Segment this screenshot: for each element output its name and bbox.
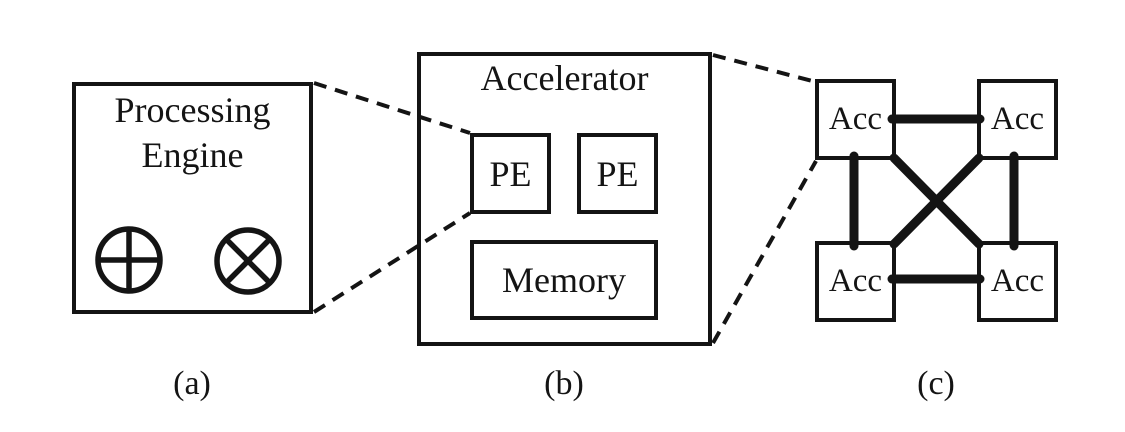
processing-engine-title: Processing Engine — [114, 90, 271, 175]
processing-engine-box — [72, 82, 313, 314]
pe-box-1: PE — [470, 133, 551, 214]
memory-box-label: Memory — [502, 260, 626, 300]
dashed-connector-b-c-top — [712, 53, 817, 84]
panel-a-label: (a) — [173, 365, 211, 402]
accelerator-box — [417, 52, 712, 346]
memory-box: Memory — [470, 240, 658, 320]
panel-c-label: (c) — [917, 365, 955, 402]
pe-box-1-label: PE — [489, 153, 532, 194]
circle-plus-icon — [95, 226, 163, 294]
dashed-connector-b-c-bottom — [711, 160, 818, 344]
acc-node-top-right-label: Acc — [990, 101, 1045, 137]
panel-b-label: (b) — [544, 365, 584, 402]
dashed-connector-a-b-bottom — [312, 211, 472, 314]
acc-node-bottom-right-label: Acc — [990, 263, 1045, 299]
acc-node-top-left: Acc — [815, 79, 896, 160]
acc-link-diagonal-tr-bl — [889, 153, 984, 249]
acc-node-bottom-left: Acc — [815, 241, 896, 322]
dashed-connector-a-b-top — [313, 81, 471, 135]
acc-node-top-right: Acc — [977, 79, 1058, 160]
accelerator-title: Accelerator — [480, 58, 649, 98]
acc-node-bottom-right: Acc — [977, 241, 1058, 322]
acc-node-bottom-left-label: Acc — [828, 263, 883, 299]
pe-box-2: PE — [577, 133, 658, 214]
pe-box-2-label: PE — [596, 153, 639, 194]
acc-node-top-left-label: Acc — [828, 101, 883, 137]
circle-times-icon — [214, 227, 282, 295]
